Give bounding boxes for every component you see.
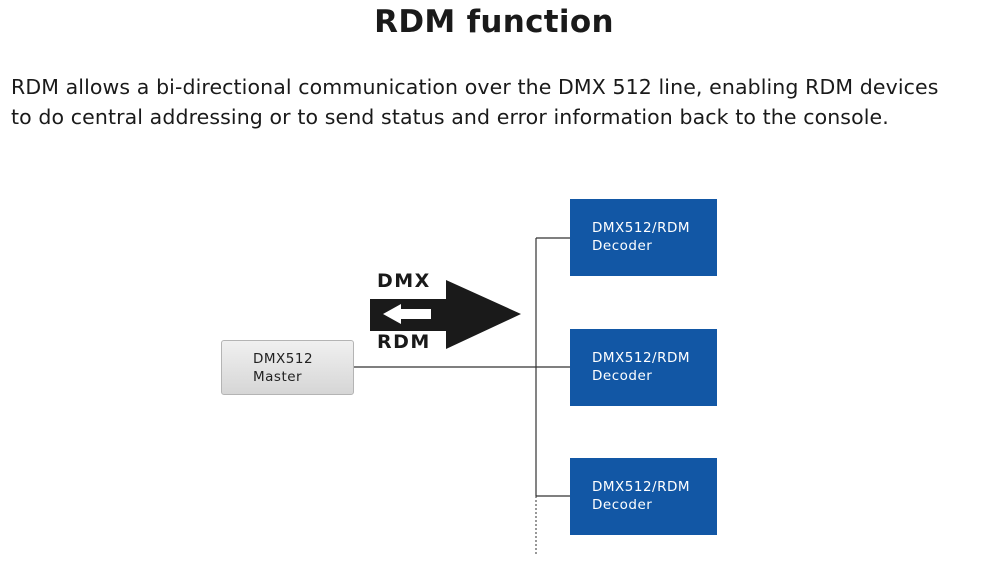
dmx-forward-arrow-icon: [370, 280, 521, 349]
decoder-label-line-2: Decoder: [592, 238, 653, 254]
intro-line-1: RDM allows a bi-directional communicatio…: [11, 75, 939, 99]
intro-paragraph: RDM allows a bi-directional communicatio…: [11, 72, 983, 132]
page-title: RDM function: [374, 4, 614, 40]
decoder-label-line-1: DMX512/RDM: [592, 350, 691, 366]
intro-line-2: to do central addressing or to send stat…: [11, 105, 889, 129]
master-label: DMX512 Master: [253, 350, 313, 386]
decoder-label-line-2: Decoder: [592, 497, 653, 513]
decoder-label: DMX512/RDM Decoder: [592, 478, 690, 514]
rdm-decoder-box-3: DMX512/RDM Decoder: [570, 458, 717, 535]
rdm-decoder-box-1: DMX512/RDM Decoder: [570, 199, 717, 276]
master-label-line-2: Master: [253, 369, 303, 385]
dmx-master-box: DMX512 Master: [221, 340, 354, 395]
rdm-decoder-box-2: DMX512/RDM Decoder: [570, 329, 717, 406]
master-label-line-1: DMX512: [253, 351, 314, 367]
rdm-return-arrow-icon: [383, 304, 431, 324]
decoder-label-line-1: DMX512/RDM: [592, 220, 691, 236]
arrow-label-dmx: DMX: [377, 270, 431, 292]
decoder-label: DMX512/RDM Decoder: [592, 219, 690, 255]
decoder-label-line-1: DMX512/RDM: [592, 479, 691, 495]
decoder-label: DMX512/RDM Decoder: [592, 349, 690, 385]
arrow-label-rdm: RDM: [377, 331, 431, 353]
decoder-label-line-2: Decoder: [592, 368, 653, 384]
